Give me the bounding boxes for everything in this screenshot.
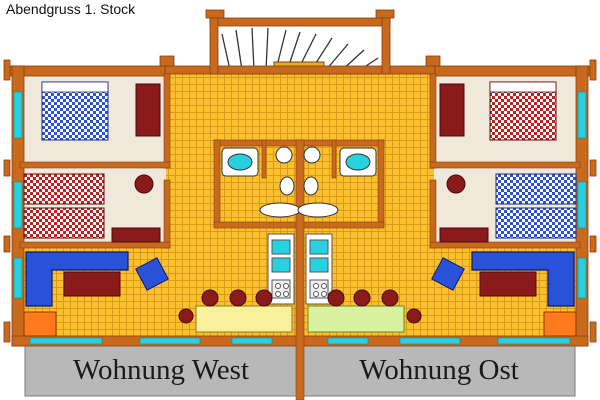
stove-west xyxy=(23,311,57,337)
dresser-east xyxy=(439,227,489,243)
stool-west xyxy=(134,174,154,194)
coffee-table-east xyxy=(479,271,537,297)
kitchen-east xyxy=(305,233,333,305)
dining-counter-east xyxy=(307,305,405,333)
bathroom-fixtures xyxy=(221,146,377,218)
corner-sofa-east xyxy=(471,251,575,307)
stool-east xyxy=(446,174,466,194)
bunk-bed-west-top xyxy=(23,173,105,205)
windows xyxy=(13,91,587,345)
log-ends xyxy=(3,9,597,343)
wardrobe-west-1 xyxy=(135,83,161,137)
bunk-bed-west-bottom xyxy=(23,207,105,239)
bunk-bed-east-top xyxy=(495,173,577,205)
dresser-west xyxy=(111,227,161,243)
bunk-bed-east-bottom xyxy=(495,207,577,239)
dining-counter-west xyxy=(195,305,293,333)
interior-walls xyxy=(19,73,581,400)
corner-sofa-west xyxy=(25,251,129,307)
coffee-table-west xyxy=(63,271,121,297)
stove-east xyxy=(543,311,577,337)
armchair-west xyxy=(135,257,169,291)
kitchen-west xyxy=(267,233,295,305)
wardrobe-east-1 xyxy=(439,83,465,137)
apartment-label-west: Wohnung West xyxy=(72,354,250,386)
bar-stools xyxy=(178,289,422,324)
pillows-east xyxy=(489,81,557,93)
stair-steps xyxy=(221,27,379,75)
plan-title: Abendgruss 1. Stock xyxy=(6,1,136,17)
apartment-label-ost: Wohnung Ost xyxy=(359,354,519,386)
pillows-west xyxy=(41,81,109,93)
armchair-east xyxy=(431,257,465,291)
